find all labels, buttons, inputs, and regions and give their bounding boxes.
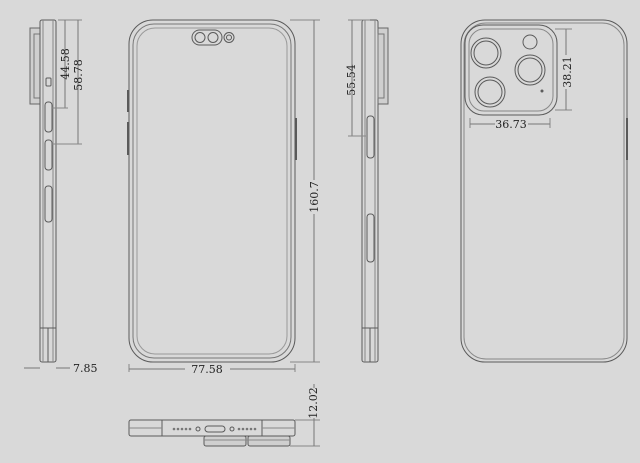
front-camera-icon [223,32,235,43]
dim-camera-width: 36.73 [495,118,527,131]
camera-lens-1 [470,37,502,69]
back-view [460,19,628,363]
sim-tray [366,213,375,263]
dim-right-button: 55.54 [345,64,358,96]
front-view [127,19,320,372]
antenna-window [44,185,53,223]
camera-module [464,24,558,116]
screw-icon [195,426,201,432]
speaker-grille-left [172,427,192,431]
volume-down-button [44,139,53,171]
camera-lens-2 [514,54,546,86]
dim-left-button-1: 44.58 [59,48,72,80]
right-side-view [348,19,389,363]
speaker-grille-right [237,427,257,431]
flash-icon [522,34,538,50]
dim-height: 160.7 [308,181,321,213]
dim-camera-height: 38.21 [561,56,574,88]
dim-width: 77.58 [191,363,223,376]
dim-bump-thickness: 12.02 [307,387,320,419]
dim-left-button-2: 58.78 [72,59,85,91]
mute-switch [45,77,52,87]
left-side-view [24,19,82,369]
volume-up-button [44,101,53,133]
camera-lens-3 [474,76,506,108]
charging-port [204,425,226,433]
screw-icon [229,426,235,432]
power-button [366,115,375,159]
bottom-view [128,384,320,447]
dim-thickness: 7.85 [73,362,98,375]
dynamic-island [191,29,223,46]
